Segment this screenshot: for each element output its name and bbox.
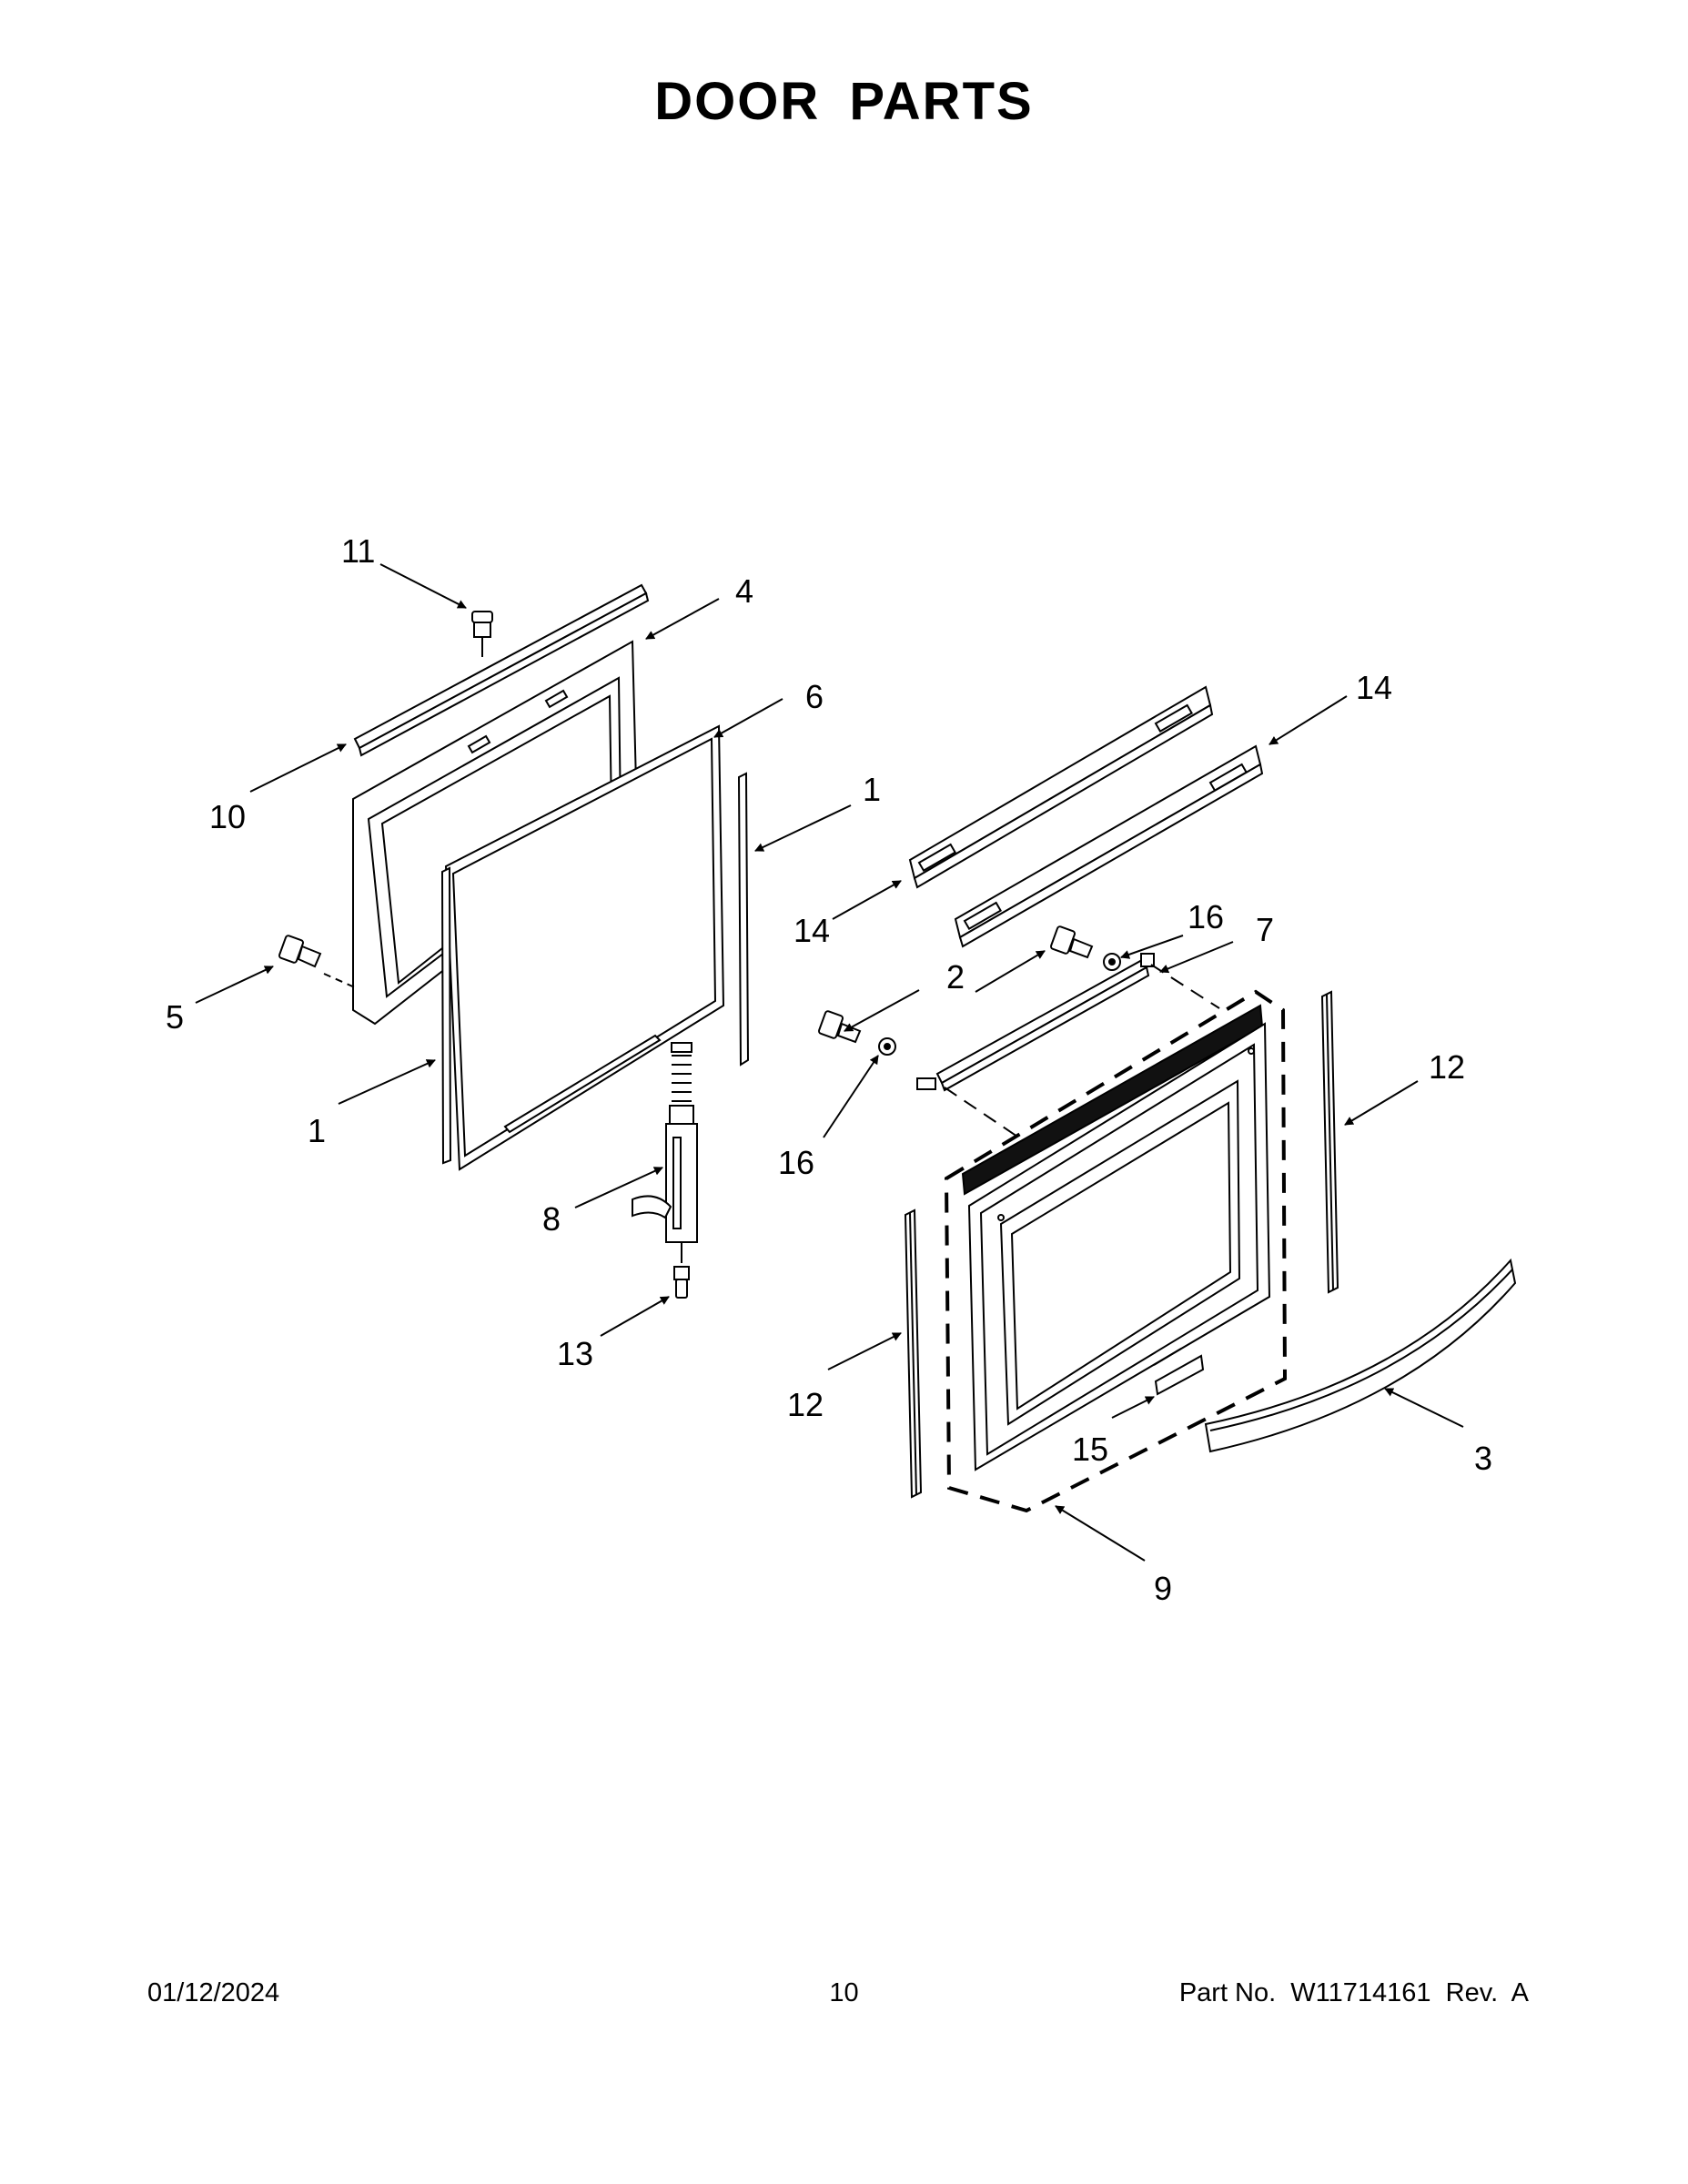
callout-5: 5 bbox=[166, 998, 184, 1036]
part-11-screw bbox=[471, 611, 493, 657]
callout-arrows bbox=[195, 563, 1464, 1562]
callout-1-bottom: 1 bbox=[308, 1112, 326, 1149]
callout-10: 10 bbox=[209, 798, 246, 835]
callout-1-top: 1 bbox=[863, 771, 881, 808]
part-4-inner-door-panel bbox=[352, 640, 639, 1026]
callout-15: 15 bbox=[1072, 1431, 1108, 1468]
callout-14-left: 14 bbox=[793, 912, 830, 949]
part-9-outer-door-outline bbox=[944, 989, 1288, 1513]
part-6-glass-panel bbox=[444, 724, 725, 1171]
callout-13: 13 bbox=[557, 1335, 593, 1372]
callout-2: 2 bbox=[946, 958, 965, 996]
part-1-glass-seal-right bbox=[737, 772, 750, 1067]
part-16-washer-upper bbox=[1103, 953, 1121, 971]
callout-12-left: 12 bbox=[787, 1386, 824, 1423]
footer-page-number: 10 bbox=[829, 1978, 859, 2007]
callout-16-top: 16 bbox=[1188, 898, 1224, 935]
callout-3: 3 bbox=[1474, 1440, 1492, 1477]
part-2-screw-lower bbox=[818, 1010, 862, 1044]
part-14-upper-rail bbox=[908, 685, 1214, 889]
part-2-screw-upper bbox=[1050, 925, 1094, 959]
part-7-bracket bbox=[916, 953, 1155, 1092]
part-15-badge bbox=[1154, 1354, 1205, 1396]
callout-9: 9 bbox=[1154, 1570, 1172, 1607]
footer-date: 01/12/2024 bbox=[147, 1978, 280, 2007]
callout-16-bottom: 16 bbox=[778, 1144, 814, 1181]
footer-part-number: Part No. W11714161 Rev. A bbox=[1178, 1978, 1529, 2007]
part-3-handle bbox=[1204, 1258, 1517, 1453]
part-9-outer-door bbox=[967, 1022, 1271, 1471]
part-12-side-trim-left bbox=[904, 1208, 923, 1499]
callout-6: 6 bbox=[805, 678, 824, 715]
part-8-hinge bbox=[632, 1042, 698, 1263]
callout-11: 11 bbox=[341, 532, 375, 570]
part-10-vent-trim bbox=[353, 583, 650, 757]
callout-14-right: 14 bbox=[1356, 669, 1392, 706]
part-14-lower-rail bbox=[954, 744, 1264, 948]
callout-8: 8 bbox=[542, 1200, 561, 1238]
callout-4: 4 bbox=[735, 572, 753, 610]
part-5-screw bbox=[278, 935, 358, 989]
part-13-screw bbox=[673, 1266, 690, 1299]
part-1-glass-seal-left bbox=[440, 866, 452, 1165]
part-1-glass-seal-bottom bbox=[503, 1034, 662, 1134]
part-16-washer-lower bbox=[878, 1037, 896, 1056]
callout-12-right: 12 bbox=[1429, 1048, 1465, 1086]
callout-7: 7 bbox=[1256, 911, 1274, 948]
page-title: DOOR PARTS bbox=[654, 72, 1034, 131]
part-12-side-trim-right bbox=[1320, 990, 1339, 1294]
